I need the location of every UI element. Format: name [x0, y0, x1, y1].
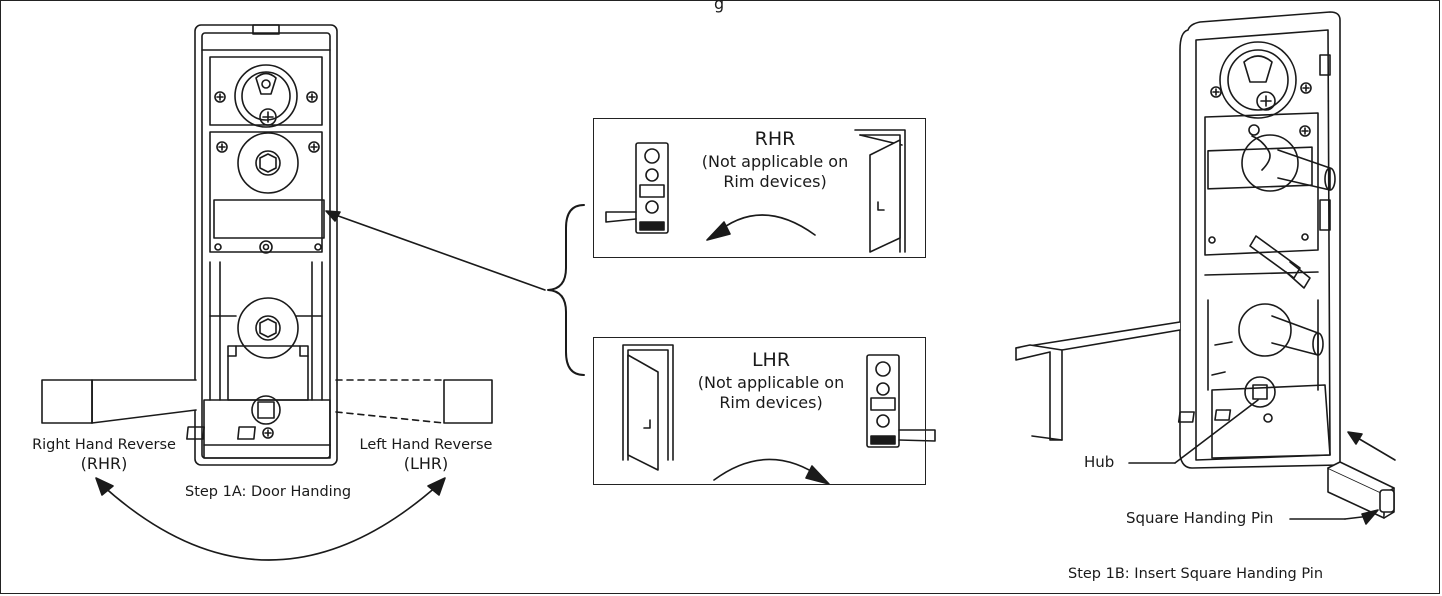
lever-left-hand [335, 379, 445, 424]
lhr-panel-text: LHR (Not applicable on Rim devices) [676, 349, 866, 413]
lhr-mini-lock [866, 354, 936, 448]
rhr-side-label-line2: (RHR) [80, 454, 128, 474]
lever-right-hand [41, 379, 197, 424]
swing-arc [101, 484, 439, 561]
pin-label: Square Handing Pin [1126, 509, 1274, 527]
curly-brace [547, 204, 585, 376]
lhr-door [622, 344, 674, 471]
lock-perspective-view [1177, 11, 1341, 469]
lhr-panel [593, 337, 926, 485]
lever-perspective [1015, 321, 1181, 441]
rhr-panel-text: RHR (Not applicable on Rim devices) [685, 128, 865, 192]
step-1b-caption: Step 1B: Insert Square Handing Pin [1068, 566, 1324, 582]
rhr-door [854, 129, 906, 253]
lhr-side-label-line2: (LHR) [403, 454, 449, 474]
hub-label: Hub [1084, 453, 1115, 471]
step-1a-caption: Step 1A: Door Handing [185, 484, 352, 500]
rhr-panel-line1: (Not applicable on [701, 151, 849, 171]
lock-front-view [186, 24, 338, 466]
rhr-side-label-line1: Right Hand Reverse [32, 437, 176, 453]
rhr-mini-lock [605, 142, 669, 234]
rhr-side-label: Right Hand Reverse (RHR) [14, 436, 194, 474]
lhr-side-label-line1: Left Hand Reverse [359, 437, 493, 453]
lever-left-hand-end [443, 379, 493, 424]
lhr-side-label: Left Hand Reverse (LHR) [346, 436, 506, 474]
lhr-panel-title: LHR [751, 349, 791, 371]
rhr-panel-title: RHR [754, 128, 796, 150]
square-handing-pin [1327, 461, 1395, 519]
title-fragment: g [714, 0, 725, 13]
lhr-panel-line2: Rim devices) [719, 392, 823, 412]
rhr-panel-line2: Rim devices) [723, 171, 827, 191]
rhr-panel [593, 118, 926, 258]
lhr-panel-line1: (Not applicable on [697, 372, 845, 392]
